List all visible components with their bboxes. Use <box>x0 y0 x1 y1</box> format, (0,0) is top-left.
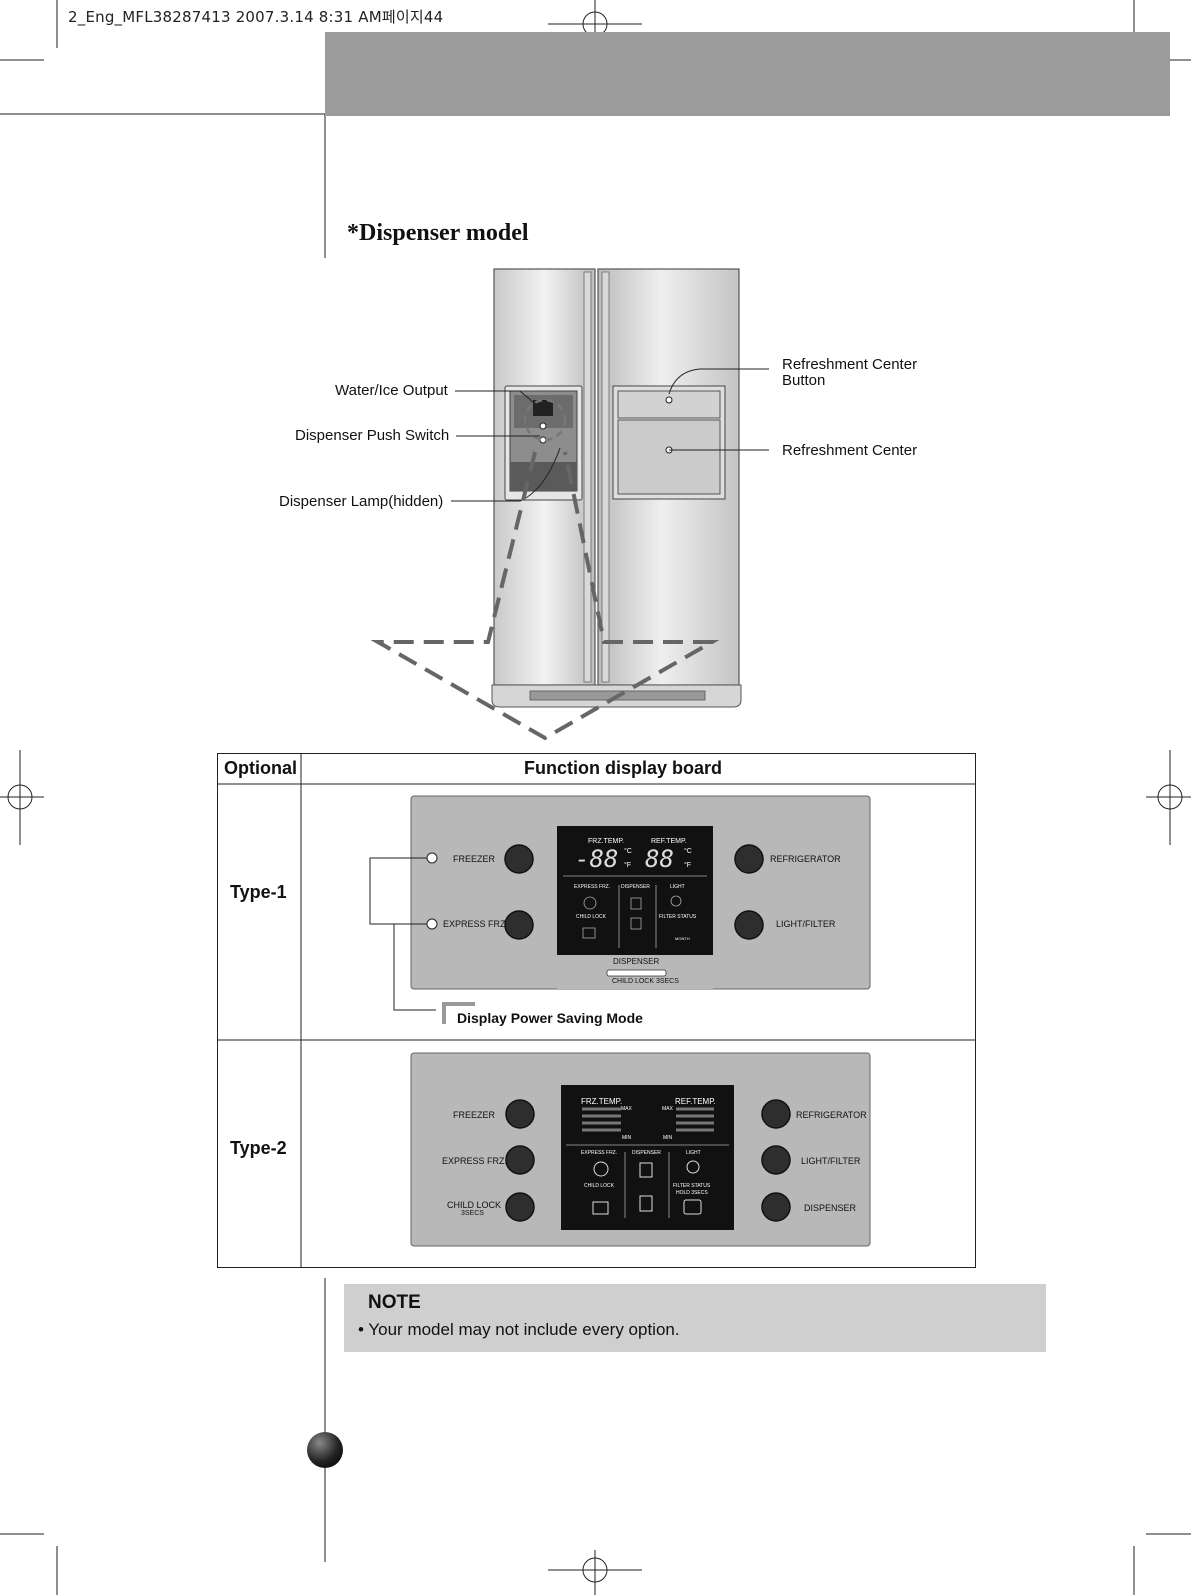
page-marker-dot <box>307 1432 343 1468</box>
file-stamp: 2_Eng_MFL38287413 2007.3.14 8:31 AM페이지44 <box>68 8 444 26</box>
type2-label-dispenser: DISPENSER <box>804 1203 857 1213</box>
type1-lcd-ref-temp: REF.TEMP. <box>651 838 687 845</box>
note-box: NOTE • Your model may not include every … <box>344 1284 1046 1352</box>
type1-label-refrigerator: REFRIGERATOR <box>770 854 841 864</box>
header-banner <box>325 32 1170 116</box>
type1-lcd-month: MONTH <box>675 936 690 941</box>
type2-label-child-lock: CHILD LOCK <box>447 1200 502 1210</box>
type1-label-freezer: FREEZER <box>453 854 496 864</box>
type1-bottom-child-lock: CHILD LOCK 3SECS <box>612 978 679 985</box>
power-saving-mode-label: Display Power Saving Mode <box>457 1010 643 1026</box>
type1-lcd-child-lock: CHILD LOCK <box>576 914 607 920</box>
type2-lcd-frz-temp: FRZ.TEMP. <box>581 1097 623 1106</box>
callout-water-ice-output: Water/Ice Output <box>335 382 448 399</box>
table-header-optional: Optional <box>224 758 297 778</box>
type1-lcd-light: LIGHT <box>670 884 685 890</box>
type2-label-child-lock-sub: 3SECS <box>461 1210 484 1217</box>
callout-refreshment-center-button-line2: Button <box>782 372 826 389</box>
note-body: • Your model may not include every optio… <box>358 1320 680 1339</box>
row-label-type2: Type-2 <box>230 1138 287 1158</box>
table-header-function-board: Function display board <box>524 758 723 778</box>
callout-dispenser-lamp: Dispenser Lamp(hidden) <box>279 493 444 510</box>
type2-label-freezer: FREEZER <box>453 1110 496 1120</box>
callout-dispenser-push-switch: Dispenser Push Switch <box>295 427 450 444</box>
type2-lcd-ref-temp: REF.TEMP. <box>675 1097 716 1106</box>
type2-lcd-max-right: MAX <box>662 1106 673 1112</box>
type1-lcd-unit-f-left: °F <box>624 862 632 869</box>
type1-lcd-dispenser: DISPENSER <box>621 884 650 890</box>
callout-refreshment-center-button-line1: Refreshment Center <box>782 356 918 373</box>
type2-lcd-dispenser: DISPENSER <box>632 1150 661 1156</box>
type1-lcd-ref-digits: 88 <box>645 845 674 873</box>
type1-label-light-filter: LIGHT/FILTER <box>776 919 836 929</box>
type1-lcd-frz-temp: FRZ.TEMP. <box>588 838 625 845</box>
type2-lcd-min-right: MIN <box>663 1135 673 1141</box>
type1-lcd-unit-c-left: °C <box>624 848 632 855</box>
type2-label-light-filter: LIGHT/FILTER <box>801 1156 861 1166</box>
callout-refreshment-center-button: Refreshment Center Button <box>782 357 917 389</box>
function-display-table <box>217 753 976 1268</box>
type2-lcd-max-left: MAX <box>621 1106 632 1112</box>
callout-refreshment-center: Refreshment Center <box>782 442 918 459</box>
type2-lcd-min-left: MIN <box>622 1135 632 1141</box>
type1-lcd-express-frz: EXPRESS FRZ. <box>574 884 611 890</box>
type1-lcd-filter-status: FILTER STATUS <box>659 914 697 920</box>
type1-bottom-dispenser: DISPENSER <box>613 957 660 966</box>
type2-label-refrigerator: REFRIGERATOR <box>796 1110 867 1120</box>
type2-lcd-hold: HOLD 3SECS <box>676 1190 708 1196</box>
note-title: NOTE <box>368 1292 421 1313</box>
type2-lcd-child-lock: CHILD LOCK <box>584 1183 615 1189</box>
type1-lcd-unit-f-right: °F <box>684 862 692 869</box>
type2-lcd-express-frz: EXPRESS FRZ. <box>581 1150 618 1156</box>
type2-lcd-filter-status: FILTER STATUS <box>673 1183 711 1189</box>
section-title: *Dispenser model <box>347 220 529 246</box>
type2-lcd-light: LIGHT <box>686 1150 701 1156</box>
type1-lcd-unit-c-right: °C <box>684 848 692 855</box>
type2-label-express-frz: EXPRESS FRZ. <box>442 1156 508 1166</box>
row-label-type1: Type-1 <box>230 882 287 902</box>
type1-label-express-frz: EXPRESS FRZ. <box>443 919 509 929</box>
type1-lcd-frz-digits: -88 <box>575 845 619 873</box>
